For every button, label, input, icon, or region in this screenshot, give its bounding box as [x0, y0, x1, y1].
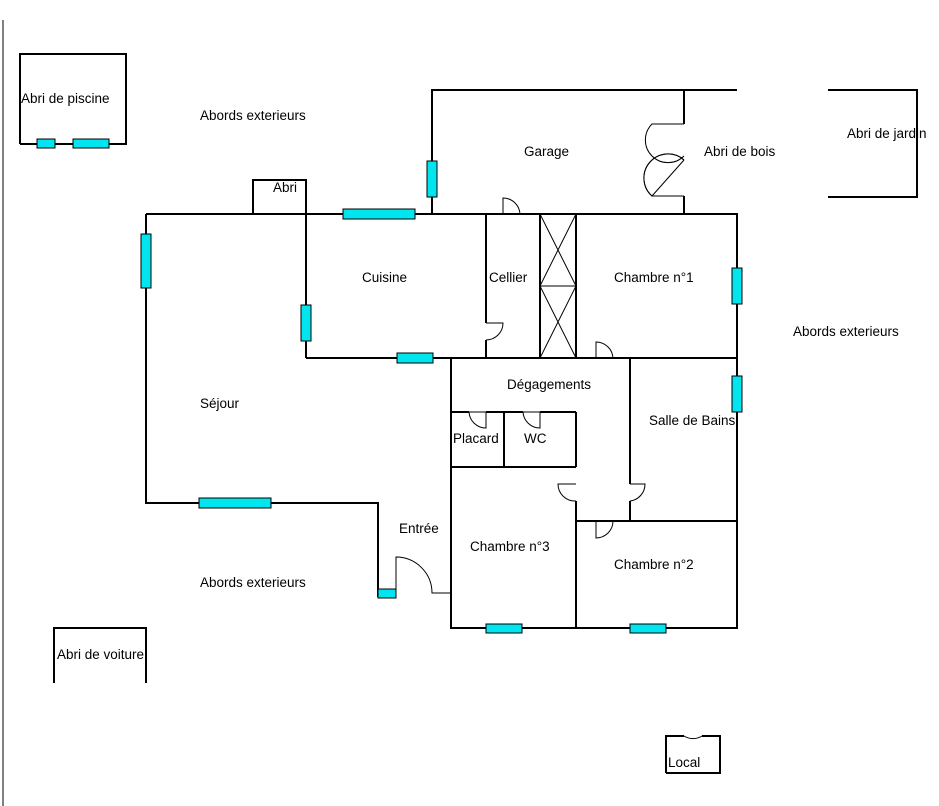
label-chambre-1: Chambre n°1	[614, 270, 694, 285]
label-abri-de-voiture: Abri de voiture	[57, 647, 144, 662]
placard-wc-walls	[451, 411, 577, 468]
label-garage: Garage	[524, 144, 569, 159]
label-abri-de-jardin: Abri de jardin	[847, 126, 927, 141]
label-salle-de-bains: Salle de Bains	[649, 413, 736, 428]
label-placard: Placard	[453, 431, 499, 446]
label-entree: Entrée	[399, 521, 439, 536]
window-sejour-left	[140, 233, 152, 289]
local	[665, 735, 721, 774]
label-abords-exterieurs-top: Abords exterieurs	[200, 108, 306, 123]
chambre1-walls	[576, 267, 743, 359]
label-abri-de-piscine: Abri de piscine	[21, 91, 110, 106]
abri-de-voiture	[53, 627, 147, 683]
label-cellier: Cellier	[489, 270, 528, 285]
abri-small	[252, 179, 307, 214]
label-abords-exterieurs-bottom: Abords exterieurs	[200, 575, 306, 590]
label-abords-exterieurs-right: Abords exterieurs	[793, 324, 899, 339]
label-chambre-2: Chambre n°2	[614, 557, 694, 572]
abri-de-piscine	[19, 53, 127, 149]
label-abri: Abri	[273, 180, 297, 195]
label-sejour: Séjour	[200, 396, 240, 411]
label-degagements: Dégagements	[507, 377, 591, 392]
abri-de-jardin	[828, 89, 918, 198]
label-abri-de-bois: Abri de bois	[704, 144, 776, 159]
label-local: Local	[668, 755, 700, 770]
bedrooms-walls	[485, 483, 737, 634]
abri-de-bois	[643, 90, 685, 214]
garage	[426, 89, 737, 214]
window-sejour-bottom	[198, 497, 272, 509]
stair-hatch	[539, 213, 577, 359]
entree-door	[377, 556, 451, 599]
label-cuisine: Cuisine	[362, 270, 407, 285]
cuisine-walls	[300, 208, 486, 364]
label-wc: WC	[524, 431, 547, 446]
label-chambre-3: Chambre n°3	[470, 539, 550, 554]
degagements-walls	[451, 357, 743, 521]
